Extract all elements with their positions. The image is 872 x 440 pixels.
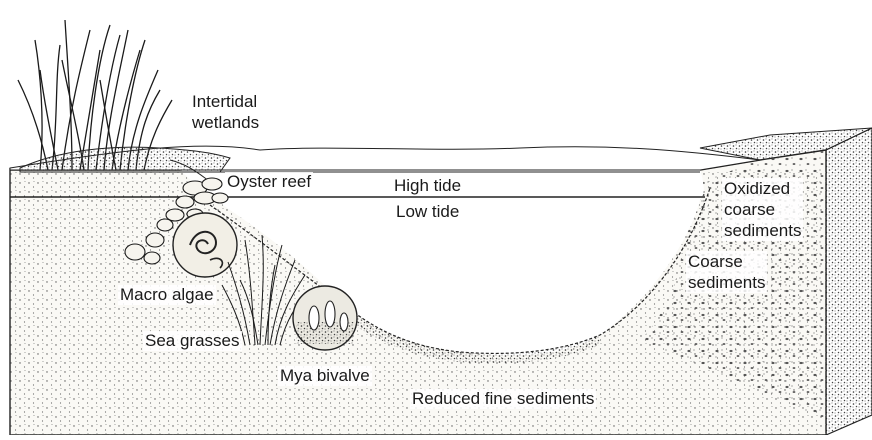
label-reduced-fine-sediments: Reduced fine sediments [410,389,596,409]
label-macro-algae: Macro algae [118,285,216,305]
label-mya-bivalve: Mya bivalve [278,366,372,386]
label-high-tide: High tide [392,176,463,196]
macro-algae-circle [173,213,237,277]
block-side-face [826,128,872,435]
label-low-tide: Low tide [394,202,461,222]
mya-bivalve-circle [293,286,357,350]
label-oxidized-line3: sediments [724,220,801,241]
label-oxidized-coarse-sediments: Oxidized coarse sediments [722,178,803,241]
label-coarse-line2: sediments [688,272,765,293]
label-oyster-reef: Oyster reef [225,172,313,192]
label-oxidized-line2: coarse [724,199,801,220]
label-intertidal-wetlands: Intertidal wetlands [192,91,259,133]
label-intertidal-wetlands-line2: wetlands [192,112,259,133]
label-sea-grasses: Sea grasses [143,331,242,351]
label-coarse-sediments: Coarse sediments [686,251,767,293]
label-coarse-line1: Coarse [688,251,765,272]
label-intertidal-wetlands-line1: Intertidal [192,91,259,112]
label-oxidized-line1: Oxidized [724,178,801,199]
